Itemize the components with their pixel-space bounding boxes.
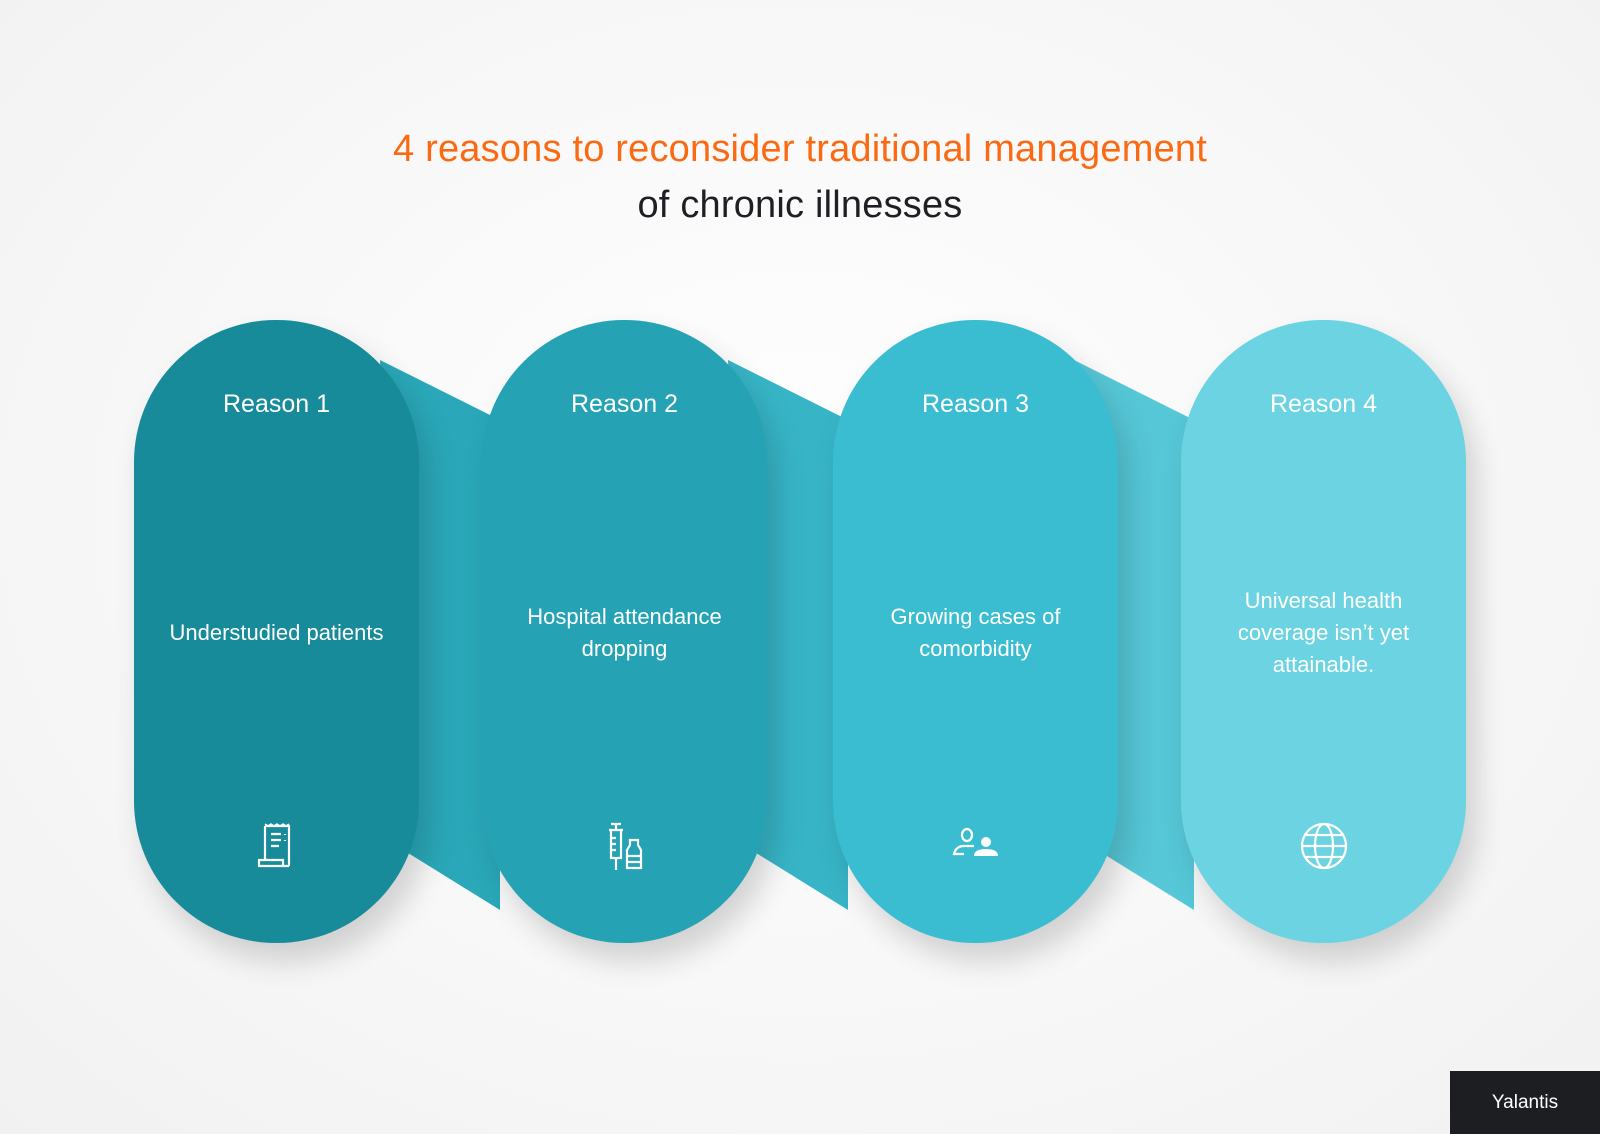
reason-description: Understudied patients xyxy=(169,620,384,645)
users-icon xyxy=(952,827,998,856)
reason-description: Growing cases of comorbidity xyxy=(890,604,1061,661)
title-subline: of chronic illnesses xyxy=(637,184,963,226)
receipt-icon xyxy=(257,823,290,868)
reason-label: Reason 3 xyxy=(921,390,1030,418)
brand-logo: Yalantis xyxy=(1450,1071,1600,1134)
reason-card-2: Reason 2 Hospital attendance dropping xyxy=(482,320,767,943)
globe-icon xyxy=(1300,822,1347,870)
syringe-bottle-icon xyxy=(608,822,642,870)
reason-description: Hospital attendance dropping xyxy=(527,604,722,661)
title-highlight: 4 reasons to reconsider traditional mana… xyxy=(393,128,1207,170)
reason-label: Reason 1 xyxy=(222,390,331,418)
reason-label: Reason 2 xyxy=(570,390,679,418)
reason-label: Reason 4 xyxy=(1269,390,1378,418)
reason-card-3: Reason 3 Growing cases of comorbidity xyxy=(833,320,1118,943)
brand-logo-text: Yalantis xyxy=(1491,1091,1559,1113)
reason-description: Universal health coverage isn’t yet atta… xyxy=(1237,588,1410,677)
reason-card-4: Reason 4 Universal health coverage isn’t… xyxy=(1181,320,1466,943)
reason-card-1: Reason 1 Understudied patients xyxy=(134,320,419,943)
